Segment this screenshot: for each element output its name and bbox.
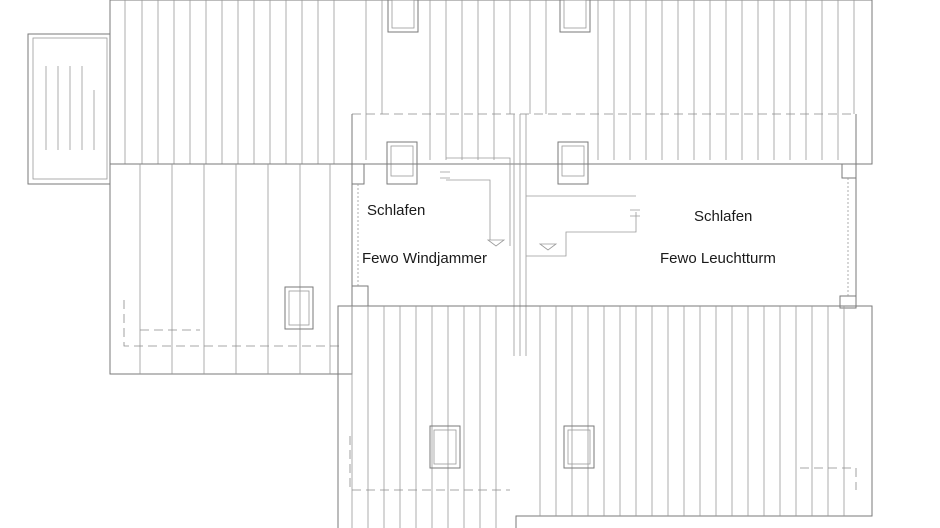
- left-middle-roof-section: [109, 163, 353, 375]
- wall-pillar-bottom-left: [351, 285, 369, 307]
- roof-window-top-right: [559, 0, 591, 33]
- room-label-right: Schlafen: [694, 208, 753, 225]
- stair-left: [446, 157, 511, 246]
- roof-window-dormer-right: [557, 141, 589, 185]
- bottom-roof-section: [337, 305, 873, 528]
- partition-wall: [513, 114, 527, 356]
- dormer-side-walls: [351, 114, 857, 300]
- wall-pillar-top-right: [841, 163, 857, 179]
- roof-window-top-left: [387, 0, 419, 33]
- top-roof-battens: [124, 0, 855, 164]
- unit-label-right: Fewo Leuchtturm: [660, 250, 776, 267]
- room-label-left: Schlafen: [367, 202, 426, 219]
- wall-pillar-top-left: [351, 163, 365, 185]
- balcony-left: [27, 33, 111, 185]
- roof-window-dormer-left: [386, 141, 418, 185]
- roof-window-bottom-right: [563, 425, 595, 469]
- stair-right: [526, 195, 637, 257]
- unit-label-left: Fewo Windjammer: [362, 250, 488, 267]
- top-roof-section: [109, 0, 873, 300]
- roof-window-left-middle: [284, 286, 314, 330]
- roof-window-bottom-left: [429, 425, 461, 469]
